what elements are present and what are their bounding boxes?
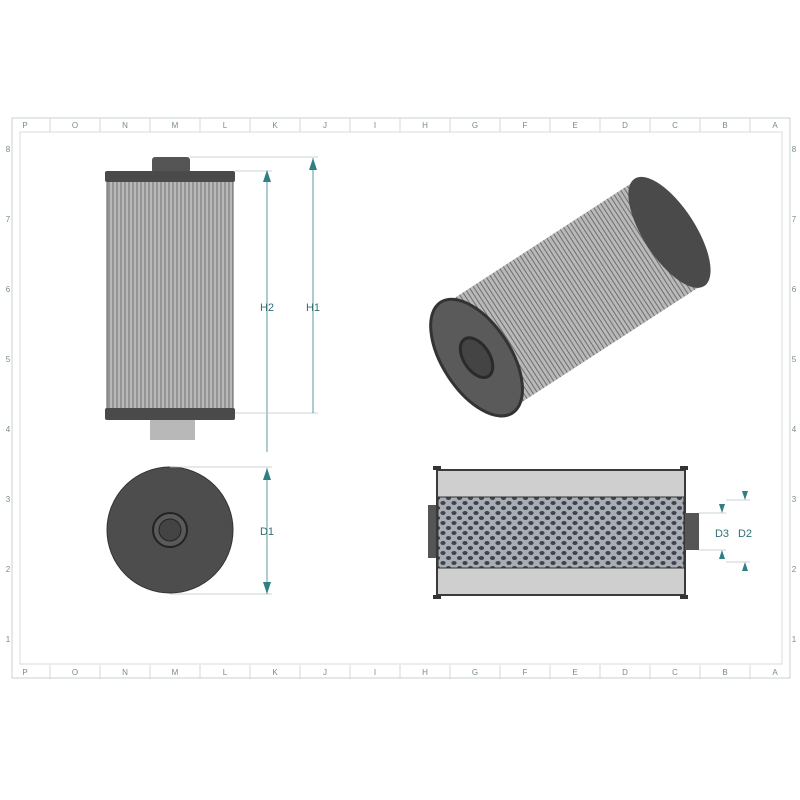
row-label: 5 — [6, 355, 11, 364]
drawing-frame — [11, 117, 791, 679]
column-label: B — [722, 121, 727, 130]
row-label: 7 — [6, 215, 11, 224]
dimension-h1: H1 — [190, 156, 320, 414]
column-label: E — [572, 121, 577, 130]
column-label: M — [172, 121, 179, 130]
column-label: A — [772, 121, 778, 130]
column-label: N — [122, 668, 128, 677]
row-label: 1 — [792, 635, 797, 644]
row-label: 1 — [6, 635, 11, 644]
column-label: L — [223, 121, 228, 130]
row-labels: 8 8 7 7 6 6 5 5 4 4 3 3 2 2 1 1 — [6, 145, 797, 644]
column-label: H — [422, 668, 428, 677]
column-label: G — [472, 668, 478, 677]
column-label: J — [323, 668, 327, 677]
row-label: 4 — [6, 425, 11, 434]
front-view — [105, 157, 235, 440]
h2-label: H2 — [260, 302, 274, 314]
section-view — [428, 466, 699, 599]
column-label: O — [72, 121, 78, 130]
row-label: 7 — [792, 215, 797, 224]
top-cap — [105, 171, 235, 182]
column-label: D — [622, 668, 628, 677]
column-label: D — [622, 121, 628, 130]
column-label: I — [374, 121, 376, 130]
row-label: 3 — [6, 495, 11, 504]
d2-label: D2 — [738, 528, 752, 540]
row-label: 3 — [792, 495, 797, 504]
dimension-h2: H2 — [235, 170, 274, 452]
column-label: B — [722, 668, 727, 677]
h1-label: H1 — [306, 302, 320, 314]
column-label: H — [422, 121, 428, 130]
d3-label: D3 — [715, 528, 729, 540]
column-label: E — [572, 668, 577, 677]
column-label: F — [523, 668, 528, 677]
bottom-cap — [105, 408, 235, 420]
column-label: L — [223, 668, 228, 677]
column-label: I — [374, 668, 376, 677]
column-label: C — [672, 668, 678, 677]
column-label: A — [772, 668, 778, 677]
row-label: 6 — [792, 285, 797, 294]
column-label: F — [523, 121, 528, 130]
dimension-d1: D1 — [170, 466, 274, 595]
column-label: K — [272, 668, 278, 677]
dimension-d3: D3 — [699, 504, 729, 559]
pleated-media — [106, 179, 234, 411]
dimension-d2: D2 — [726, 491, 752, 571]
row-label: 2 — [792, 565, 797, 574]
column-label: M — [172, 668, 179, 677]
column-labels: P P O O N N M M L L K K J J I I H H G G F F E E D D C C B B A A — [22, 118, 778, 679]
row-label: 2 — [6, 565, 11, 574]
column-label: P — [22, 121, 27, 130]
row-label: 5 — [792, 355, 797, 364]
end-view — [106, 466, 234, 594]
d1-label: D1 — [260, 526, 274, 538]
row-label: 4 — [792, 425, 797, 434]
isometric-view — [429, 176, 711, 418]
row-label: 6 — [6, 285, 11, 294]
column-label: P — [22, 668, 27, 677]
column-label: K — [272, 121, 278, 130]
column-label: J — [323, 121, 327, 130]
column-label: G — [472, 121, 478, 130]
row-label: 8 — [6, 145, 11, 154]
column-label: N — [122, 121, 128, 130]
column-label: O — [72, 668, 78, 677]
column-label: C — [672, 121, 678, 130]
outlet-nipple — [152, 157, 190, 173]
row-label: 8 — [792, 145, 797, 154]
